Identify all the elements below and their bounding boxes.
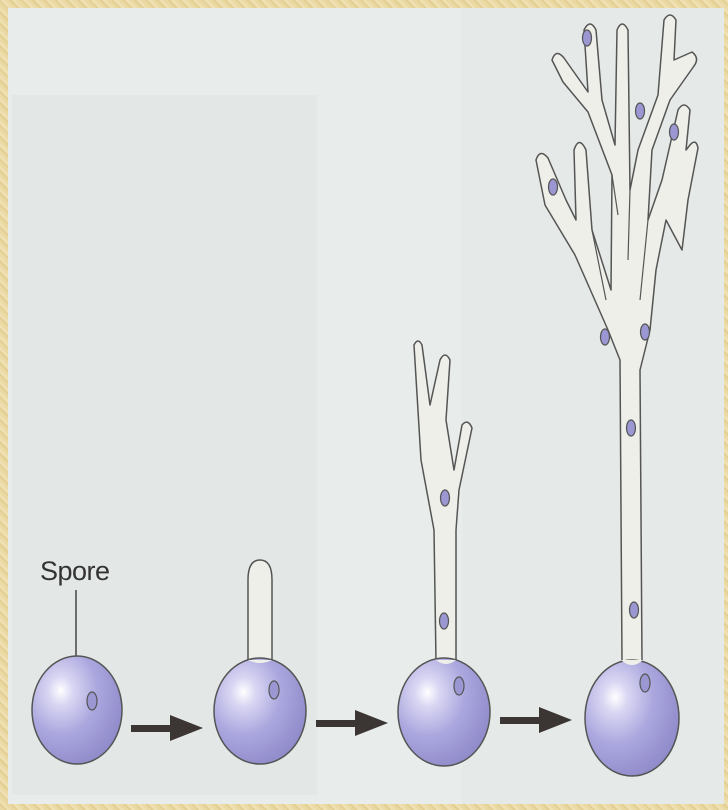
nucleus-icon	[641, 324, 650, 340]
spore-label: Spore	[40, 556, 110, 587]
nucleus-icon	[440, 613, 449, 629]
arrow-icon	[316, 710, 388, 736]
stage-1-spore	[32, 590, 122, 764]
spore-icon	[32, 656, 122, 764]
spore-icon	[214, 658, 306, 764]
nucleus-icon	[670, 124, 679, 140]
nucleus-icon	[269, 681, 279, 699]
nucleus-icon	[549, 179, 558, 195]
stage-4-mycelium	[536, 15, 698, 776]
arrow-icon	[500, 707, 572, 733]
nucleus-icon	[441, 490, 450, 506]
nucleus-icon	[583, 30, 592, 46]
germ-tube-icon	[248, 560, 272, 662]
stage-2-germ-tube	[214, 560, 306, 764]
nucleus-icon	[601, 329, 610, 345]
spore-icon	[398, 658, 490, 766]
arrow-icon	[131, 715, 203, 741]
mycelium-icon	[536, 15, 698, 662]
spore-icon	[585, 660, 679, 776]
nucleus-icon	[636, 103, 645, 119]
nucleus-icon	[640, 674, 650, 692]
nucleus-icon	[630, 602, 639, 618]
nucleus-icon	[454, 677, 464, 695]
nucleus-icon	[627, 420, 636, 436]
stage-3-branching-hypha	[398, 341, 490, 766]
nucleus-icon	[87, 692, 97, 710]
